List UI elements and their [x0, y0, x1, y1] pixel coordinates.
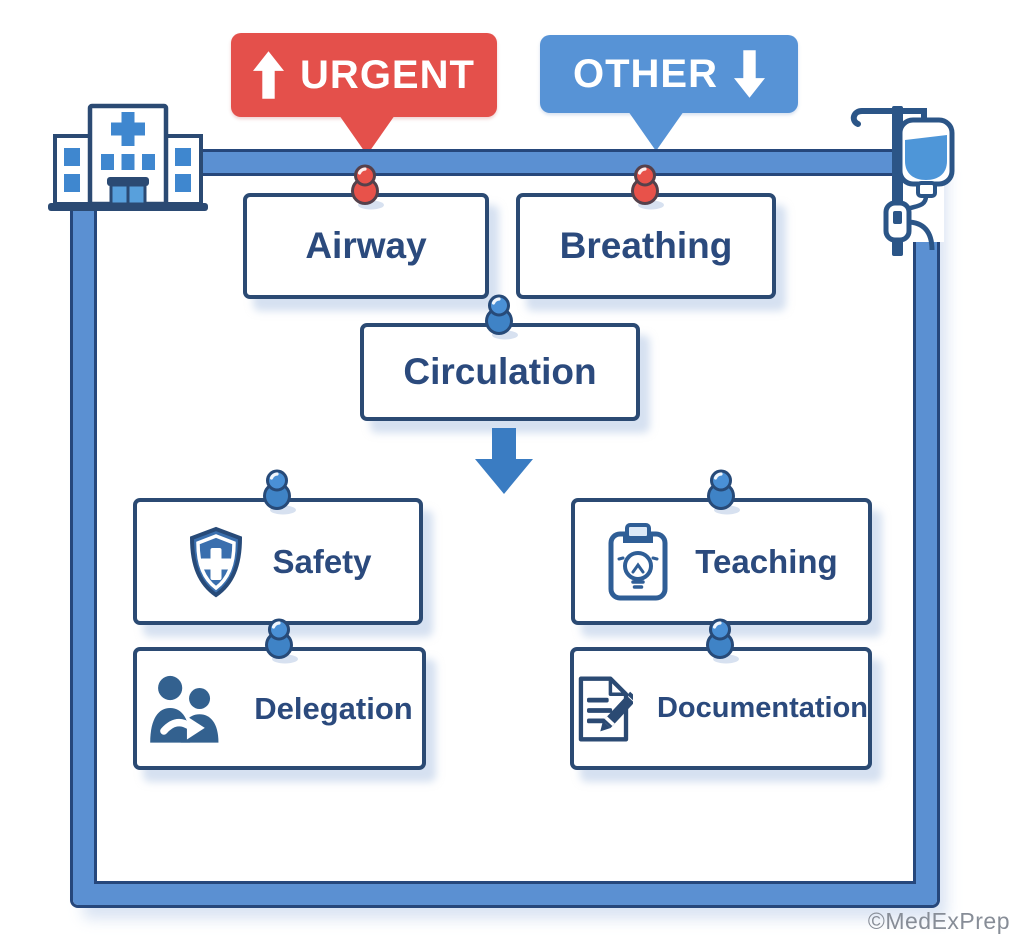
blue-pushpin-icon [480, 294, 520, 340]
iv-drip-icon [850, 106, 955, 256]
blue-pushpin-icon [702, 469, 742, 515]
card-documentation: Documentation [570, 647, 872, 770]
card-teaching: Teaching [571, 498, 872, 625]
people-handoff-icon [150, 675, 219, 743]
arrow-down-icon [734, 50, 765, 98]
other-label: OTHER [573, 51, 718, 96]
red-pushpin-icon [346, 164, 386, 210]
card-safety-label: Safety [272, 542, 372, 580]
card-delegation-label: Delegation [254, 690, 413, 726]
blue-pushpin-icon [701, 618, 741, 664]
clipboard-lightbulb-icon [608, 522, 668, 600]
card-circulation: Circulation [360, 323, 640, 421]
other-banner: OTHER [540, 35, 798, 151]
blue-pushpin-icon [260, 618, 300, 664]
card-documentation-label: Documentation [656, 692, 868, 724]
shield-cross-icon [190, 526, 243, 597]
blue-pushpin-icon [258, 469, 298, 515]
board-frame [73, 152, 937, 905]
urgent-label: URGENT [300, 52, 475, 97]
hospital-building-icon [48, 103, 208, 211]
card-teaching-label: Teaching [695, 542, 838, 580]
card-delegation: Delegation [133, 647, 426, 770]
card-airway-label: Airway [305, 225, 427, 266]
card-circulation-label: Circulation [403, 351, 597, 392]
document-pencil-icon [578, 675, 633, 742]
card-airway: Airway [243, 193, 489, 299]
card-breathing: Breathing [516, 193, 776, 299]
card-safety: Safety [133, 498, 423, 625]
red-pushpin-icon [626, 164, 666, 210]
urgent-banner: URGENT [231, 33, 497, 155]
watermark: ©MedExPrep [867, 908, 1010, 934]
card-breathing-label: Breathing [559, 225, 733, 266]
arrow-up-icon [253, 51, 285, 99]
flow-down-arrow-icon [475, 428, 533, 494]
